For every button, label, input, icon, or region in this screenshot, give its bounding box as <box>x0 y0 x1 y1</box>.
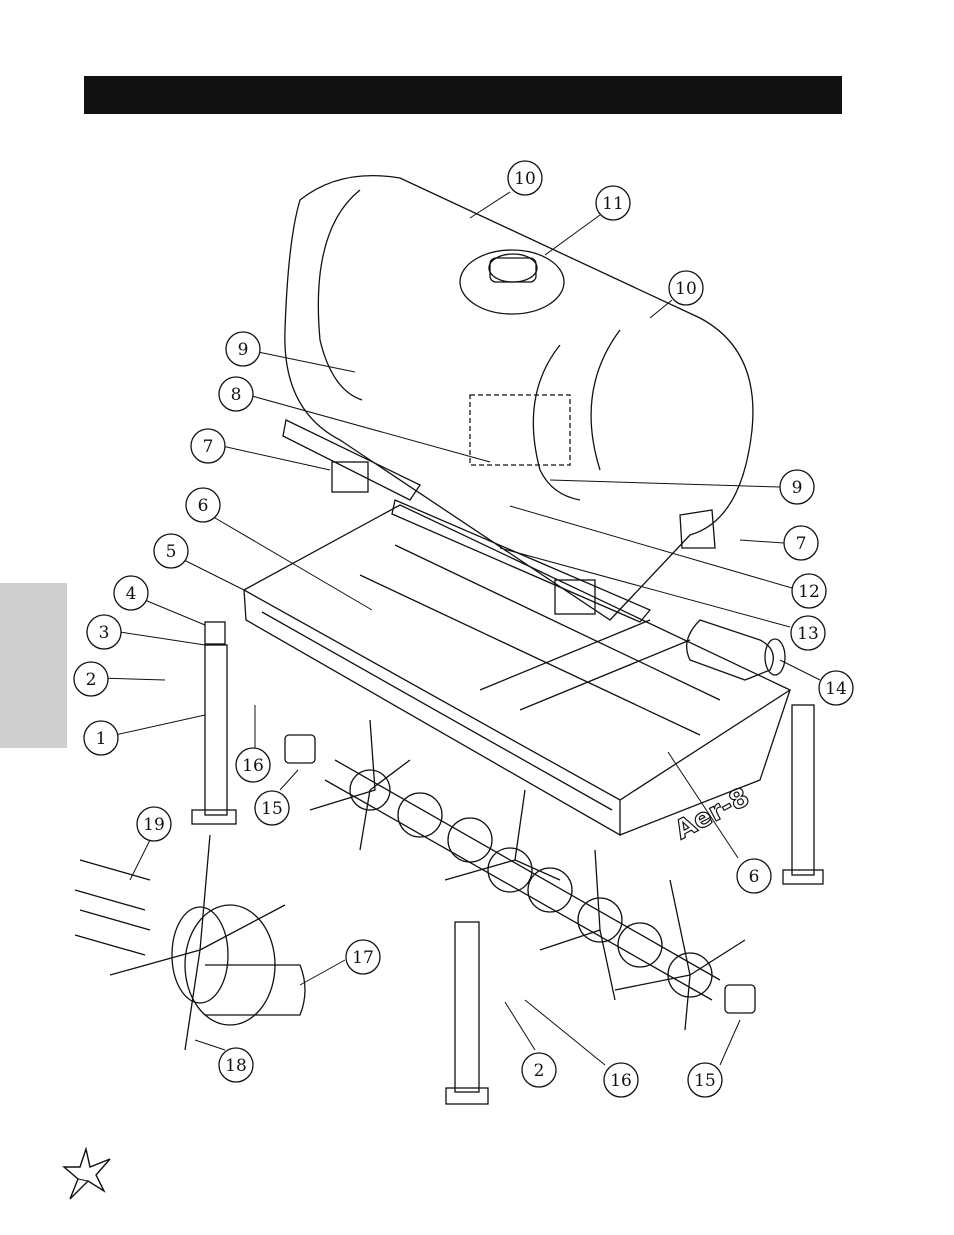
callout-label: 2 <box>86 670 97 690</box>
callout-15-left: 15 <box>254 790 290 826</box>
callout-label: 9 <box>238 340 249 360</box>
callout-5: 5 <box>153 533 189 569</box>
callout-label: 16 <box>242 756 264 776</box>
callout-11: 11 <box>595 185 631 221</box>
callout-9-right: 9 <box>779 469 815 505</box>
callout-label: 10 <box>675 279 697 299</box>
callout-label: 15 <box>261 799 283 819</box>
callout-10-top: 10 <box>507 160 543 196</box>
callout-17: 17 <box>345 939 381 975</box>
callout-6-top: 6 <box>185 487 221 523</box>
callout-label: 7 <box>203 437 214 457</box>
frame-box <box>242 504 792 837</box>
callout-16-bottom: 16 <box>603 1062 639 1098</box>
callout-label: 6 <box>749 867 760 887</box>
callout-label: 1 <box>96 729 107 749</box>
pump-motor <box>686 619 786 681</box>
side-tab <box>0 583 67 748</box>
callout-9-left: 9 <box>225 331 261 367</box>
callout-label: 13 <box>797 624 819 644</box>
callout-label: 15 <box>694 1071 716 1091</box>
callout-10-right: 10 <box>668 270 704 306</box>
header-bar <box>84 76 842 114</box>
callout-label: 7 <box>796 534 807 554</box>
callout-15-bottom: 15 <box>687 1062 723 1098</box>
tank-straps <box>282 419 716 623</box>
callout-label: 10 <box>514 169 536 189</box>
callout-6-right: 6 <box>736 858 772 894</box>
callout-13: 13 <box>790 615 826 651</box>
callout-4: 4 <box>113 575 149 611</box>
callout-12: 12 <box>791 573 827 609</box>
callout-2-bottom: 2 <box>521 1052 557 1088</box>
callout-18: 18 <box>218 1047 254 1083</box>
callout-label: 11 <box>602 194 624 214</box>
jack-stands <box>191 621 824 1105</box>
callout-label: 2 <box>534 1061 545 1081</box>
callout-label: 5 <box>166 542 177 562</box>
callout-label: 19 <box>143 815 165 835</box>
callout-1: 1 <box>83 720 119 756</box>
brand-star-logo <box>62 1146 111 1200</box>
callout-label: 4 <box>126 584 137 604</box>
callout-19: 19 <box>136 806 172 842</box>
leader-lines <box>99 191 821 1066</box>
callout-7-right: 7 <box>783 525 819 561</box>
callout-label: 8 <box>231 385 242 405</box>
callout-label: 14 <box>825 679 847 699</box>
callout-label: 6 <box>198 496 209 516</box>
diagram-linework <box>74 175 824 1105</box>
callout-3: 3 <box>86 614 122 650</box>
callout-14: 14 <box>818 670 854 706</box>
callout-label: 16 <box>610 1071 632 1091</box>
callout-label: 12 <box>798 582 820 602</box>
callout-label: 17 <box>352 948 374 968</box>
tine-detail <box>74 834 306 1051</box>
callout-label: 9 <box>792 478 803 498</box>
tine-reel <box>284 719 756 1031</box>
callouts: 10 11 10 9 8 7 9 7 6 5 4 3 2 1 12 13 14 … <box>73 160 854 1098</box>
callout-7-left: 7 <box>190 428 226 464</box>
callout-label: 3 <box>99 623 110 643</box>
callout-2-left: 2 <box>73 661 109 697</box>
spray-tank <box>284 175 754 621</box>
callout-16-left: 16 <box>235 747 271 783</box>
frame-decal: Aer-8 <box>670 782 754 846</box>
callout-8: 8 <box>218 376 254 412</box>
callout-label: 18 <box>225 1056 247 1076</box>
